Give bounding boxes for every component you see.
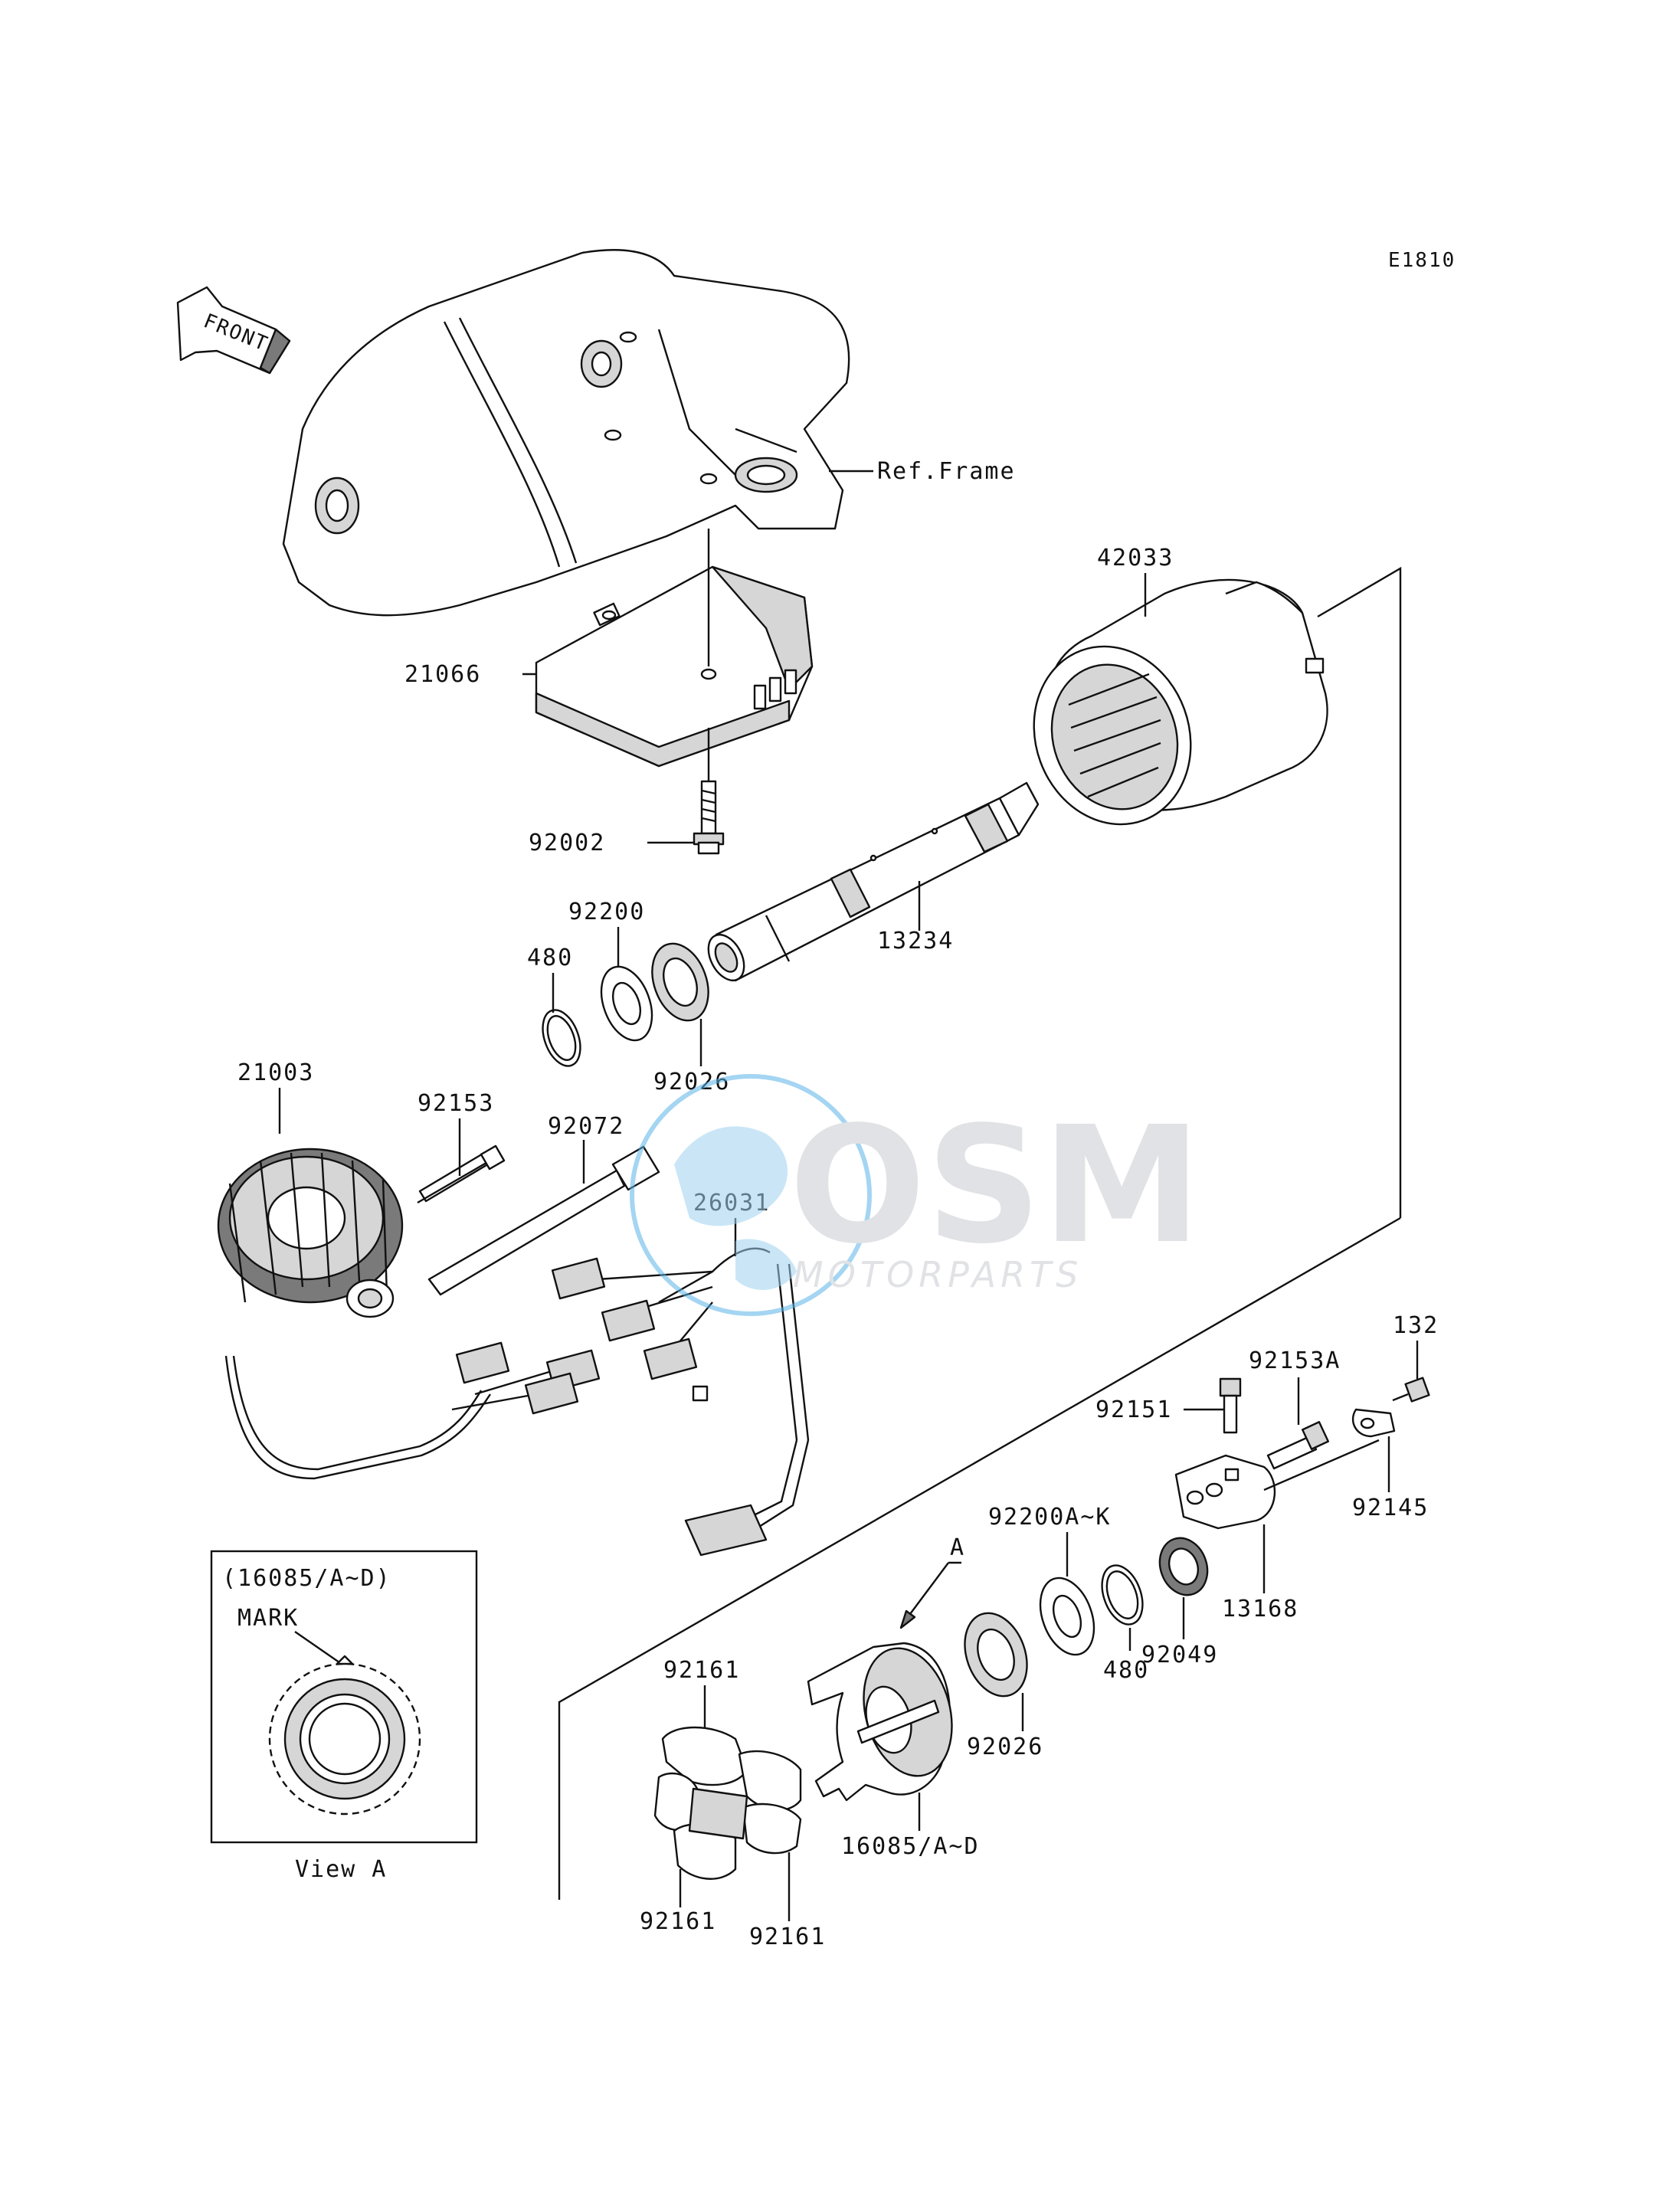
label-pointer-A: A [950, 1534, 965, 1561]
hub-16085 [807, 1642, 953, 1802]
shaft-13234 [707, 781, 1040, 982]
circlip-480-top [542, 1009, 581, 1067]
svg-text:MOTORPARTS: MOTORPARTS [793, 1254, 1082, 1295]
label-92161-right: 92161 [749, 1924, 826, 1950]
lever-13168 [1174, 1439, 1380, 1530]
view-a-title: (16085/A~D) [222, 1565, 391, 1592]
label-92200AK: 92200A~K [988, 1504, 1112, 1531]
bolt-92002 [693, 728, 725, 855]
watermark: OSM MOTORPARTS [630, 1074, 1202, 1316]
collar-92026-top [651, 942, 709, 1022]
label-92049: 92049 [1141, 1642, 1218, 1668]
washer-92200AK [1039, 1577, 1095, 1656]
plate-92145 [1351, 1408, 1396, 1438]
label-92153: 92153 [418, 1090, 494, 1117]
label-16085: 16085/A~D [841, 1833, 980, 1860]
label-92072: 92072 [548, 1113, 624, 1140]
label-480-bottom: 480 [1103, 1657, 1149, 1684]
svg-text:OSM: OSM [789, 1092, 1202, 1279]
gear-icon [268, 1655, 421, 1816]
diagram-code: E1810 [1388, 249, 1456, 272]
regulator-21066 [535, 565, 814, 768]
harness-26031 [224, 1247, 810, 1557]
globe-icon [630, 1074, 872, 1316]
washer-92200 [600, 965, 653, 1042]
label-480-top: 480 [527, 945, 573, 971]
dampers-92161 [653, 1726, 802, 1880]
label-ref-frame: Ref.Frame [877, 458, 1016, 485]
front-arrow-icon: FRONT [176, 286, 291, 375]
label-92151: 92151 [1095, 1396, 1172, 1423]
label-92161-top: 92161 [663, 1657, 740, 1684]
label-42033: 42033 [1097, 545, 1174, 571]
bolt-92153A [1266, 1421, 1329, 1470]
circlip-480-bottom [1101, 1564, 1144, 1626]
label-92200: 92200 [568, 899, 645, 925]
screw-92151 [1219, 1377, 1242, 1434]
seal-92049 [1158, 1537, 1209, 1596]
view-a-mark: MARK [237, 1605, 299, 1632]
housing-42033 [1033, 578, 1328, 826]
label-92002: 92002 [529, 830, 605, 856]
screw-132 [1392, 1377, 1430, 1403]
bolt-92153 [417, 1144, 506, 1204]
view-a-caption: View A [295, 1856, 387, 1883]
label-21066: 21066 [404, 661, 481, 688]
label-13168: 13168 [1222, 1596, 1298, 1622]
label-92026-bottom: 92026 [967, 1734, 1043, 1760]
view-a-box: (16085/A~D) MARK [210, 1550, 478, 1844]
label-92153A: 92153A [1249, 1347, 1341, 1374]
assembly-outline-bottom [558, 1216, 1401, 1900]
label-92145: 92145 [1352, 1495, 1429, 1521]
label-132: 132 [1393, 1312, 1439, 1339]
frame-reference [282, 249, 850, 617]
label-21003: 21003 [237, 1059, 314, 1086]
label-13234: 13234 [877, 928, 954, 954]
label-92161-left: 92161 [640, 1908, 716, 1935]
stator-21003 [217, 1148, 404, 1318]
assembly-outline-right [1317, 566, 1402, 1218]
view-a-pointer [899, 1561, 961, 1629]
collar-92026-bottom [964, 1612, 1028, 1698]
